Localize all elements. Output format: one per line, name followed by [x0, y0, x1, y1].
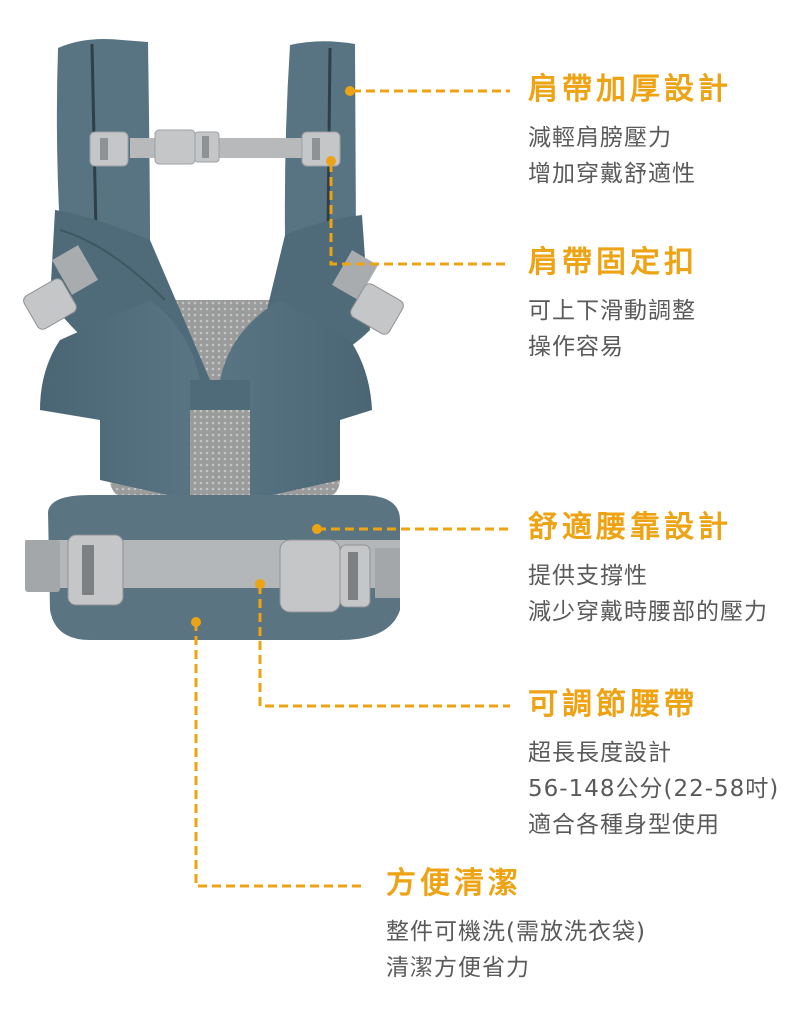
callout-dot-lumbar-support: [312, 524, 322, 534]
feature-description: 提供支撐性 減少穿戴時腰部的壓力: [528, 558, 768, 630]
feature-line: 56-148公分(22-58吋): [528, 776, 780, 802]
callout-dot-easy-clean: [191, 617, 201, 627]
callout-line-strap-buckle: [329, 163, 510, 266]
body-panel: [40, 300, 372, 500]
callout-line-easy-clean: [194, 622, 366, 888]
feature-line: 清潔方便省力: [386, 955, 530, 981]
feature-adjustable-belt: 可調節腰帶 超長長度設計 56-148公分(22-58吋) 適合各種身型使用: [528, 687, 779, 843]
feature-line: 增加穿戴舒適性: [528, 161, 696, 187]
callout-dot-adjustable-belt: [255, 579, 265, 589]
feature-line: 減少穿戴時腰部的壓力: [528, 599, 768, 625]
feature-title: 可調節腰帶: [528, 687, 698, 722]
feature-description: 超長長度設計 56-148公分(22-58吋) 適合各種身型使用: [528, 735, 779, 843]
feature-easy-clean: 方便清潔 整件可機洗(需放洗衣袋) 清潔方便省力: [386, 866, 646, 986]
callout-dot-strap-buckle: [326, 156, 336, 166]
feature-line: 可上下滑動調整: [528, 298, 696, 324]
feature-line: 超長長度設計: [528, 740, 672, 766]
callout-dots: [191, 86, 355, 627]
feature-line: 提供支撐性: [528, 563, 648, 589]
feature-title: 肩帶加厚設計: [528, 72, 732, 107]
feature-strap-buckle: 肩帶固定扣 可上下滑動調整 操作容易: [528, 245, 698, 365]
feature-description: 整件可機洗(需放洗衣袋) 清潔方便省力: [386, 914, 646, 986]
callout-dot-shoulder-padding: [345, 86, 355, 96]
feature-title: 方便清潔: [386, 866, 522, 901]
feature-title: 舒適腰靠設計: [528, 510, 732, 545]
feature-lumbar-support: 舒適腰靠設計 提供支撐性 減少穿戴時腰部的壓力: [528, 510, 768, 630]
callout-lines: [194, 89, 510, 888]
feature-description: 減輕肩膀壓力 增加穿戴舒適性: [528, 120, 732, 192]
feature-line: 適合各種身型使用: [528, 812, 720, 838]
feature-line: 減輕肩膀壓力: [528, 125, 672, 151]
chest-strap: [89, 129, 341, 167]
callout-line-adjustable-belt: [258, 585, 510, 708]
side-adjusters: [23, 245, 404, 335]
feature-shoulder-padding: 肩帶加厚設計 減輕肩膀壓力 增加穿戴舒適性: [528, 72, 732, 192]
feature-description: 可上下滑動調整 操作容易: [528, 293, 698, 365]
waist-belt: [25, 495, 400, 640]
feature-title: 肩帶固定扣: [528, 245, 698, 280]
feature-line: 操作容易: [528, 334, 624, 360]
feature-line: 整件可機洗(需放洗衣袋): [386, 919, 646, 945]
